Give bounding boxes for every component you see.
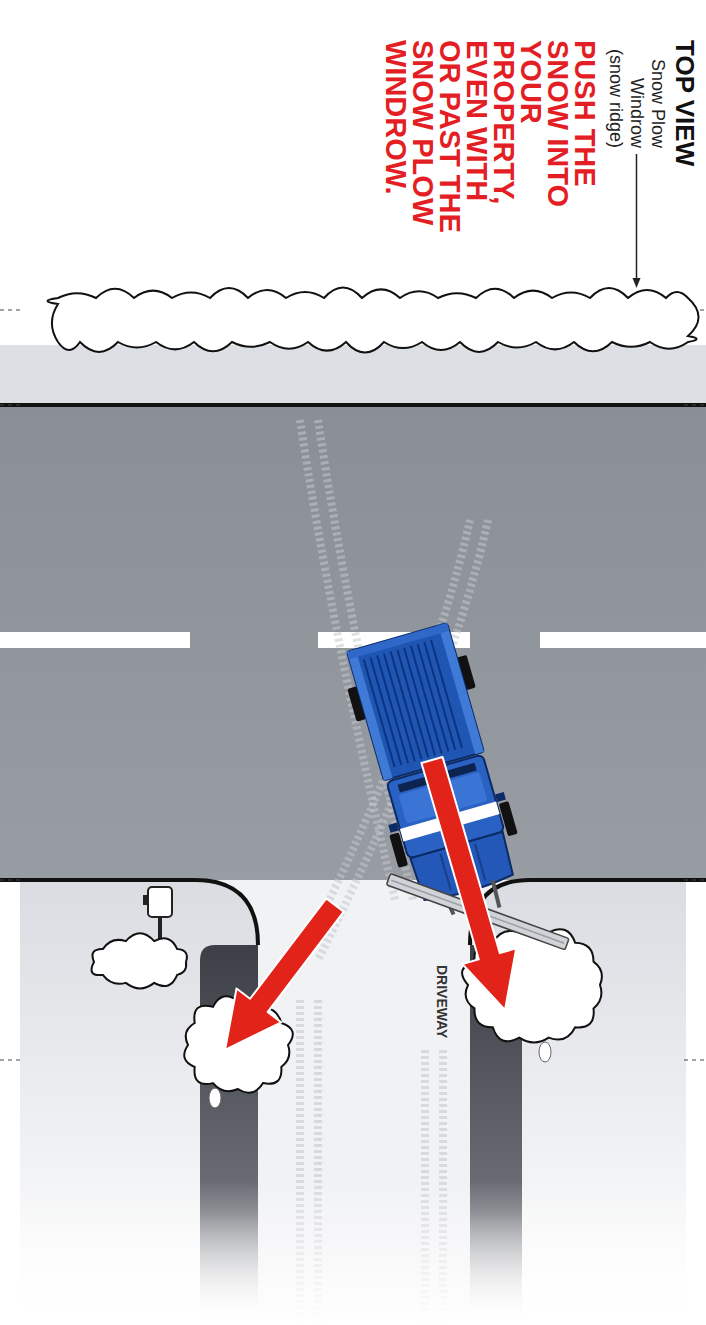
mirror bbox=[495, 792, 506, 802]
bed-rib bbox=[431, 640, 462, 748]
road-edge bbox=[0, 880, 258, 945]
guide-line bbox=[0, 310, 24, 311]
bed-rib bbox=[418, 644, 449, 752]
leader-arrowhead bbox=[633, 278, 641, 288]
truck-bed bbox=[347, 623, 484, 780]
road-edge bbox=[0, 403, 706, 407]
red-arrow bbox=[225, 898, 344, 1050]
instruction-text: PUSH THE SNOW INTO YOUR PROPERTY, EVEN W… bbox=[382, 40, 598, 242]
snow-clump bbox=[539, 1042, 551, 1062]
snow-windrow bbox=[47, 287, 698, 352]
center-dash bbox=[0, 632, 190, 648]
title: TOP VIEW bbox=[670, 40, 700, 166]
guide-line bbox=[0, 880, 24, 881]
mirror bbox=[388, 823, 399, 833]
guide-line bbox=[0, 405, 24, 406]
mailbox bbox=[148, 887, 172, 917]
area-label: DRIVEWAY bbox=[434, 965, 450, 1038]
guide-line bbox=[684, 880, 706, 881]
guide-line bbox=[684, 405, 706, 406]
mailbox-flag bbox=[143, 895, 148, 905]
road bbox=[0, 405, 706, 880]
plow-strut bbox=[492, 880, 501, 907]
bed-rail bbox=[438, 623, 484, 754]
leader-line bbox=[636, 154, 638, 279]
guide-line bbox=[684, 1060, 706, 1061]
fade bbox=[0, 1180, 706, 1325]
snow-pile bbox=[91, 933, 186, 988]
callout-label: Snow Plow Windrow bbox=[626, 38, 668, 148]
bed-rail bbox=[347, 649, 393, 780]
guide-line bbox=[0, 1060, 24, 1061]
callout-label: (snow ridge) bbox=[605, 38, 626, 148]
snow-clump bbox=[209, 1088, 221, 1108]
center-dash bbox=[540, 632, 706, 648]
shoulder bbox=[0, 345, 706, 405]
tailgate bbox=[347, 623, 449, 659]
